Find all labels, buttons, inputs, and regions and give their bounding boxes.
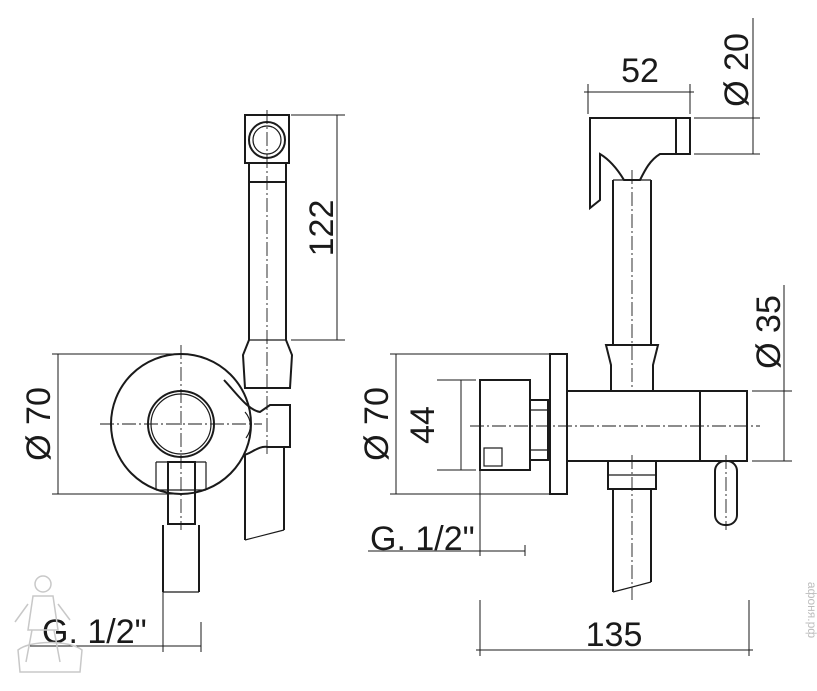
dim-side-plate-diameter: Ø 70 bbox=[358, 387, 396, 461]
dim-front-thread: G. 1/2" bbox=[42, 613, 147, 651]
plumber-mascot-watermark bbox=[14, 575, 83, 673]
dim-side-length: 135 bbox=[586, 616, 643, 654]
dim-side-head-diameter: Ø 20 bbox=[718, 33, 756, 107]
spray-head-side bbox=[589, 117, 691, 211]
site-watermark: афоня.рф bbox=[805, 582, 817, 638]
dim-side-width: 52 bbox=[621, 52, 659, 90]
dim-side-body-diameter: Ø 35 bbox=[750, 295, 788, 369]
front-view: 122 Ø 70 G. 1/2" bbox=[20, 110, 345, 652]
wall-plate-side bbox=[549, 353, 568, 495]
dim-front-diameter: Ø 70 bbox=[20, 387, 58, 461]
side-view: 52 Ø 20 Ø 35 Ø 70 44 G. 1/2" 135 bbox=[358, 18, 792, 656]
dim-front-height: 122 bbox=[303, 200, 341, 257]
connector-block bbox=[479, 379, 531, 471]
lever-side bbox=[714, 460, 738, 526]
dim-side-thread: G. 1/2" bbox=[370, 520, 475, 558]
handle-taper-side bbox=[604, 344, 660, 391]
dim-side-depth: 44 bbox=[404, 406, 442, 444]
